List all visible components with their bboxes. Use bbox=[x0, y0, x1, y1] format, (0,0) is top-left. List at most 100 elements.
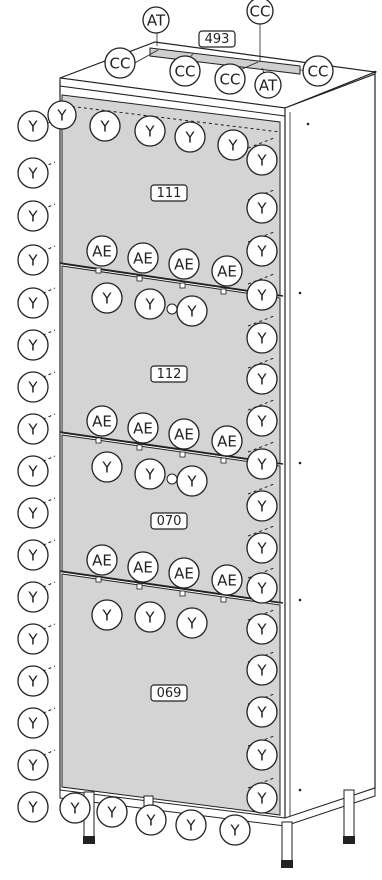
cabinet-bottom bbox=[59, 787, 376, 827]
callout-text: Y bbox=[27, 295, 38, 313]
callout-circle bbox=[59, 792, 91, 824]
callout-circle bbox=[134, 288, 166, 320]
callout-circle bbox=[134, 115, 166, 147]
leg-back-right bbox=[343, 789, 355, 841]
callout-circle bbox=[246, 0, 274, 25]
callout-circle bbox=[17, 749, 49, 781]
callout-y: Y bbox=[17, 581, 49, 613]
callout-y: Y bbox=[17, 157, 49, 189]
label-111-text: 111 bbox=[157, 186, 182, 201]
callout-text: AE bbox=[133, 420, 153, 438]
callout-y: Y bbox=[246, 279, 278, 311]
callout-circle bbox=[91, 599, 123, 631]
callout-text: Y bbox=[256, 747, 267, 765]
part-labels: 493 111 112 070 069 bbox=[150, 30, 236, 702]
callout-text: AT bbox=[147, 12, 166, 30]
callout-text: Y bbox=[101, 290, 112, 308]
callout-text: Y bbox=[145, 812, 156, 830]
cabinet-frame bbox=[59, 41, 378, 827]
callout-cc: CC bbox=[214, 63, 246, 95]
callout-circle bbox=[47, 100, 77, 130]
callout-circle bbox=[246, 654, 278, 686]
callout-circle bbox=[127, 551, 159, 583]
callout-text: Y bbox=[256, 287, 267, 305]
callout-y: Y bbox=[17, 287, 49, 319]
callout-circle bbox=[168, 557, 200, 589]
leg-foot bbox=[83, 836, 95, 844]
callout-y: Y bbox=[59, 792, 91, 824]
callout-text: Y bbox=[186, 473, 197, 491]
callout-text: Y bbox=[27, 463, 38, 481]
callout-text: Y bbox=[101, 459, 112, 477]
callout-ae: AE bbox=[211, 564, 243, 596]
label-493-text: 493 bbox=[205, 32, 230, 47]
callout-cc: CC bbox=[104, 47, 136, 79]
callout-ae: AE bbox=[211, 255, 243, 287]
callout-text: Y bbox=[256, 540, 267, 558]
callout-y: Y bbox=[17, 413, 49, 445]
callout-circle bbox=[246, 613, 278, 645]
callout-circle bbox=[219, 814, 251, 846]
callout-circle bbox=[17, 455, 49, 487]
callout-y: Y bbox=[47, 100, 77, 130]
callout-y: Y bbox=[246, 144, 278, 176]
callout-y: Y bbox=[246, 322, 278, 354]
callout-circle bbox=[86, 405, 118, 437]
callout-y: Y bbox=[246, 782, 278, 814]
callout-text: Y bbox=[144, 296, 155, 314]
callout-y: Y bbox=[91, 451, 123, 483]
callout-circle bbox=[91, 451, 123, 483]
callout-ae: AE bbox=[168, 557, 200, 589]
callout-y: Y bbox=[17, 749, 49, 781]
callout-text: AT bbox=[259, 77, 278, 95]
callout-text: Y bbox=[27, 337, 38, 355]
callout-y: Y bbox=[246, 405, 278, 437]
callout-cc: CC bbox=[246, 0, 274, 25]
callout-y: Y bbox=[134, 601, 166, 633]
callout-text: Y bbox=[27, 165, 38, 183]
callout-text: CC bbox=[110, 55, 131, 73]
callout-circle bbox=[214, 63, 246, 95]
callout-circle bbox=[127, 242, 159, 274]
callout-y: Y bbox=[246, 363, 278, 395]
callout-circle bbox=[17, 497, 49, 529]
callout-circle bbox=[169, 55, 201, 87]
callout-y: Y bbox=[134, 115, 166, 147]
callout-circle bbox=[17, 287, 49, 319]
callout-y: Y bbox=[17, 791, 49, 823]
callout-y: Y bbox=[89, 110, 121, 142]
callout-y: Y bbox=[246, 490, 278, 522]
callout-text: Y bbox=[256, 662, 267, 680]
callout-text: AE bbox=[92, 552, 112, 570]
callout-y: Y bbox=[246, 739, 278, 771]
callout-circle bbox=[17, 623, 49, 655]
callout-text: Y bbox=[186, 615, 197, 633]
callout-y: Y bbox=[219, 814, 251, 846]
callout-circle bbox=[86, 235, 118, 267]
callout-text: Y bbox=[144, 123, 155, 141]
label-069-text: 069 bbox=[157, 686, 182, 701]
callout-y: Y bbox=[246, 532, 278, 564]
callout-cc: CC bbox=[169, 55, 201, 87]
callout-at: AT bbox=[142, 6, 170, 34]
callout-text: AE bbox=[133, 250, 153, 268]
divider-3 bbox=[59, 570, 284, 604]
callout-text: Y bbox=[185, 817, 196, 835]
callout-text: Y bbox=[27, 208, 38, 226]
callout-at: AT bbox=[254, 71, 282, 99]
callout-y: Y bbox=[17, 329, 49, 361]
callout-circle bbox=[254, 71, 282, 99]
callout-y: Y bbox=[246, 654, 278, 686]
callout-text: Y bbox=[27, 252, 38, 270]
callout-text: Y bbox=[256, 243, 267, 261]
callout-text: Y bbox=[27, 589, 38, 607]
label-111: 111 bbox=[150, 184, 188, 202]
callout-text: Y bbox=[27, 379, 38, 397]
callout-ae: AE bbox=[168, 248, 200, 280]
callout-circle bbox=[246, 363, 278, 395]
callout-text: AE bbox=[174, 565, 194, 583]
callout-text: AE bbox=[174, 256, 194, 274]
callout-text: Y bbox=[106, 804, 117, 822]
callout-y: Y bbox=[96, 796, 128, 828]
callout-text: AE bbox=[133, 559, 153, 577]
